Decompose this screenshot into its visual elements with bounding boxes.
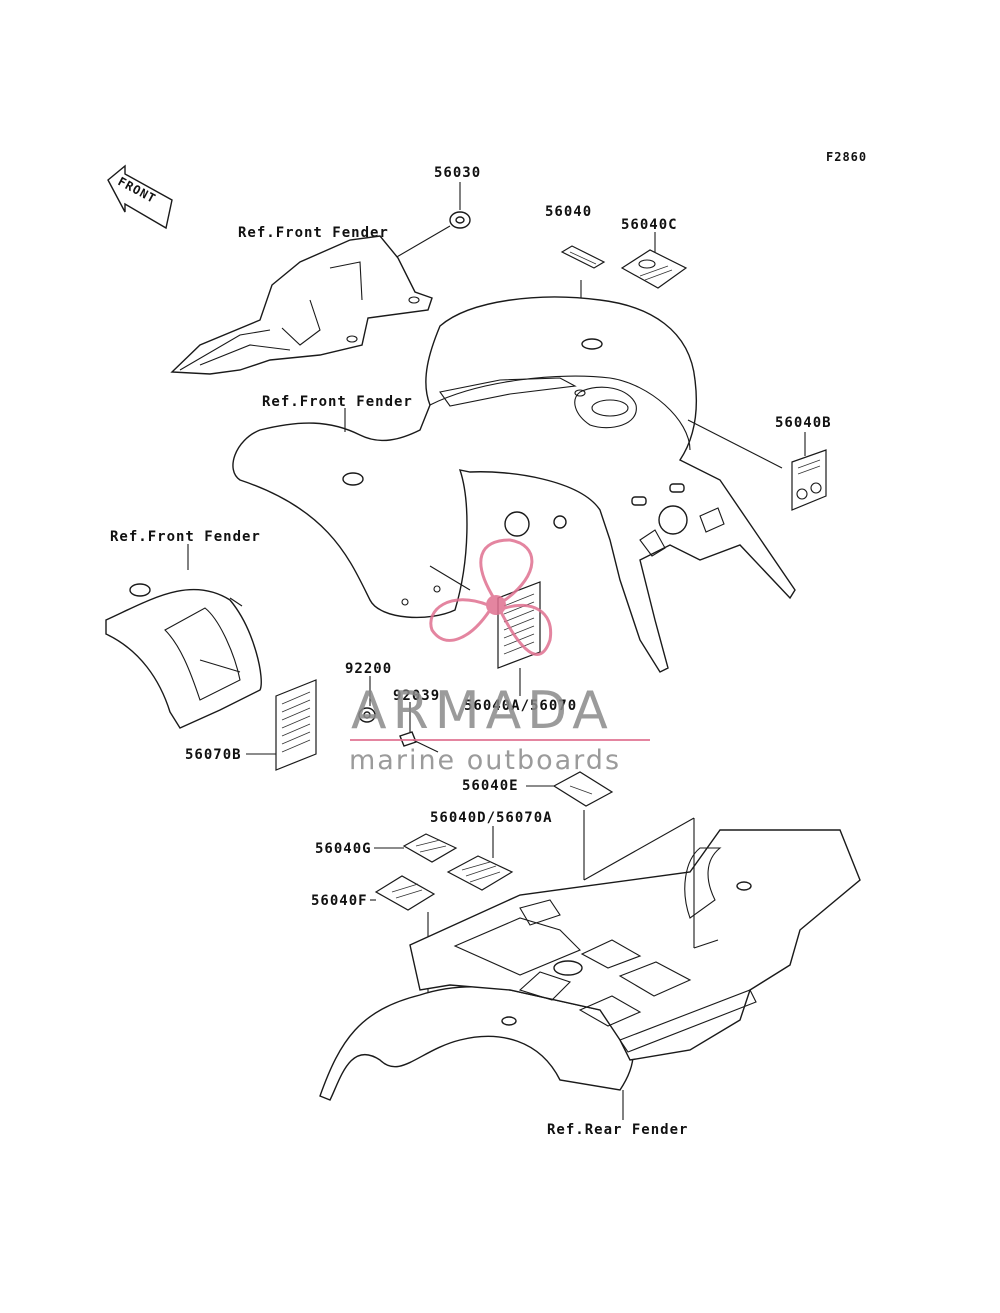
figure-code: F2860 [826,150,867,164]
part-92039-rivet [399,702,439,753]
front-fender-bracket [170,235,433,375]
label-56040A-56070: 56040A/56070 [464,698,577,714]
propeller-logo [429,538,553,656]
front-fender-main [232,296,796,673]
label-56040B: 56040B [775,415,832,431]
front-direction-arrow: FRONT [107,164,173,230]
label-56040D-56070A: 56040D/56070A [430,810,553,826]
watermark-subtitle: marine outboards [349,745,621,776]
part-56030-grommet [394,182,471,259]
label-ref-front-fender-3: Ref.Front Fender [110,529,261,545]
label-ref-front-fender-1: Ref.Front Fender [238,225,389,241]
front-fender-left [105,544,262,729]
label-92200: 92200 [345,661,392,677]
part-56070B-decal [246,679,317,771]
label-56040F: 56040F [311,893,368,909]
label-ref-front-fender-2: Ref.Front Fender [262,394,413,410]
part-92200-grommet [358,676,376,723]
label-56040G: 56040G [315,841,372,857]
part-56040B-decal [791,432,827,511]
label-56040E: 56040E [462,778,519,794]
part-56040D-56070A-decal [446,826,514,891]
label-56070B: 56070B [185,747,242,763]
label-56040: 56040 [545,204,592,220]
armada-watermark: ARMADA marine outboards [349,538,650,776]
label-92039: 92039 [393,688,440,704]
rear-fender [319,817,861,1120]
part-56040G-decal [374,833,458,863]
label-56030: 56030 [434,165,481,181]
watermark-title: ARMADA [351,681,614,741]
label-56040C: 56040C [621,217,678,233]
part-56040E-decal [526,771,614,880]
label-ref-rear-fender: Ref.Rear Fender [547,1122,688,1138]
part-56040C-decal [620,232,688,289]
